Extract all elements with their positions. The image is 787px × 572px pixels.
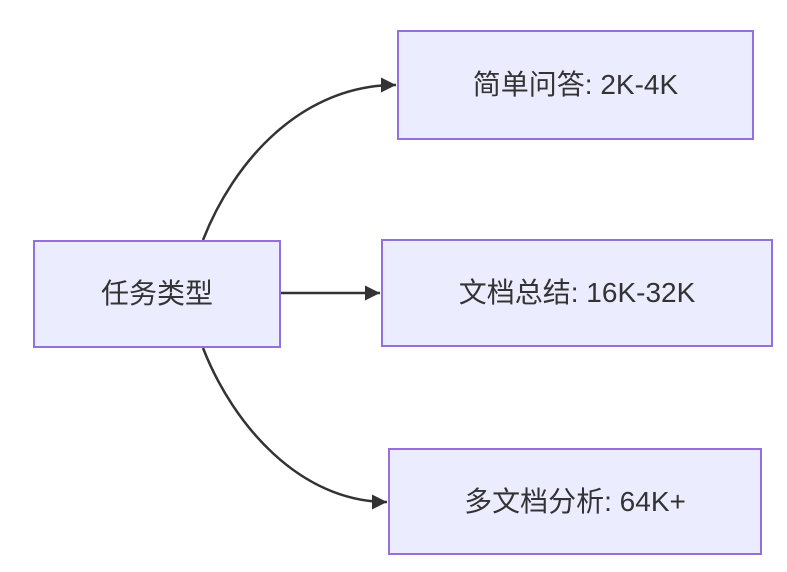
flowchart-node-task-type: 任务类型 <box>33 240 281 348</box>
flowchart-node-simple-qa: 简单问答: 2K-4K <box>397 30 754 140</box>
flowchart-node-multi-doc: 多文档分析: 64K+ <box>388 448 762 555</box>
edge-task-type-to-simple-qa <box>201 77 397 241</box>
edge-task-type-to-multi-doc <box>201 347 388 510</box>
node-label-multi-doc: 多文档分析: 64K+ <box>464 485 686 517</box>
flowchart-node-doc-summary: 文档总结: 16K-32K <box>381 239 773 347</box>
node-label-task-type: 任务类型 <box>100 278 213 310</box>
node-label-doc-summary: 文档总结: 16K-32K <box>458 277 696 309</box>
node-label-simple-qa: 简单问答: 2K-4K <box>472 69 679 101</box>
